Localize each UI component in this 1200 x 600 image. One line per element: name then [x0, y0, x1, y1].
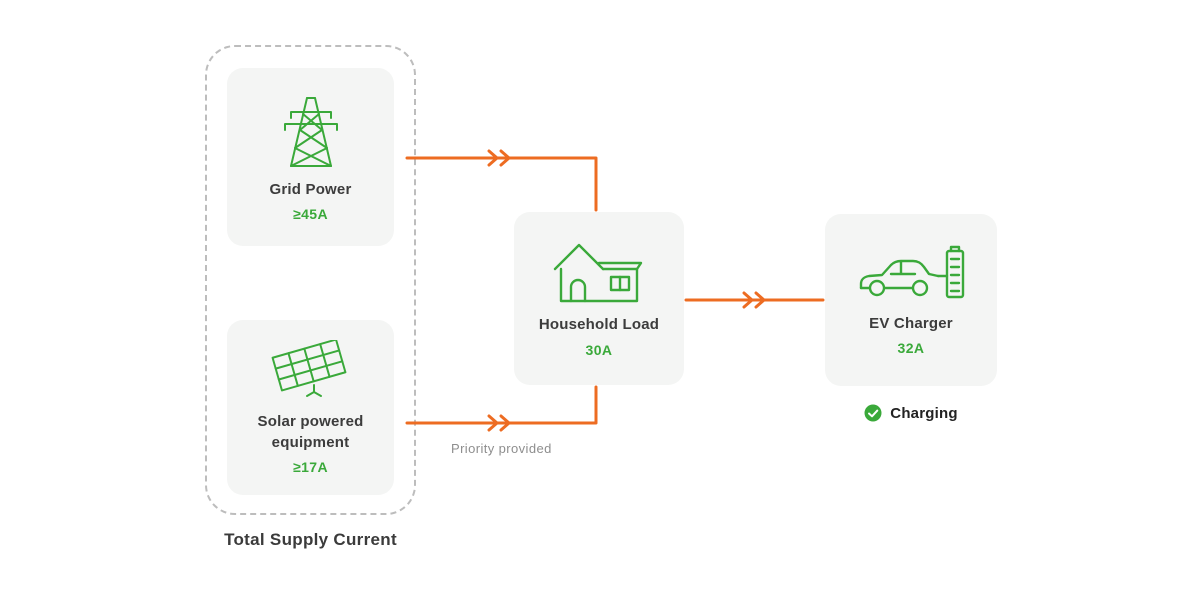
priority-provided-note: Priority provided	[451, 441, 552, 456]
solar-equipment-card: Solar powered equipment ≥17A	[227, 320, 394, 495]
grid-power-value: ≥45A	[293, 206, 328, 223]
total-supply-label: Total Supply Current	[224, 530, 397, 549]
ev-charger-card: EV Charger 32A	[825, 214, 997, 386]
solar-equipment-value: ≥17A	[293, 458, 328, 475]
ev-charger-title: EV Charger	[869, 314, 953, 332]
charging-status: Charging	[825, 404, 997, 422]
solar-to-household-arrow	[405, 385, 598, 425]
total-supply-group-border	[205, 45, 416, 515]
grid-power-title: Grid Power	[269, 180, 352, 198]
solar-panel-icon	[267, 340, 355, 402]
grid-to-household-arrow	[405, 156, 598, 212]
household-load-title: Household Load	[538, 316, 660, 334]
solar-arrow-chevron	[487, 414, 511, 432]
household-load-value: 30A	[585, 341, 613, 358]
ev-arrow-chevron	[742, 291, 766, 309]
charging-status-label: Charging	[890, 404, 958, 422]
transmission-tower-icon	[279, 92, 343, 170]
grid-arrow-chevron	[487, 149, 511, 167]
ev-car-charger-icon	[855, 244, 967, 304]
grid-power-card: Grid Power ≥45A	[227, 68, 394, 246]
check-circle-icon	[864, 404, 882, 422]
household-load-card: Household Load 30A	[514, 212, 684, 385]
ev-charger-value: 32A	[897, 340, 925, 357]
solar-equipment-title: Solar powered equipment	[257, 413, 364, 451]
house-icon	[553, 239, 645, 305]
